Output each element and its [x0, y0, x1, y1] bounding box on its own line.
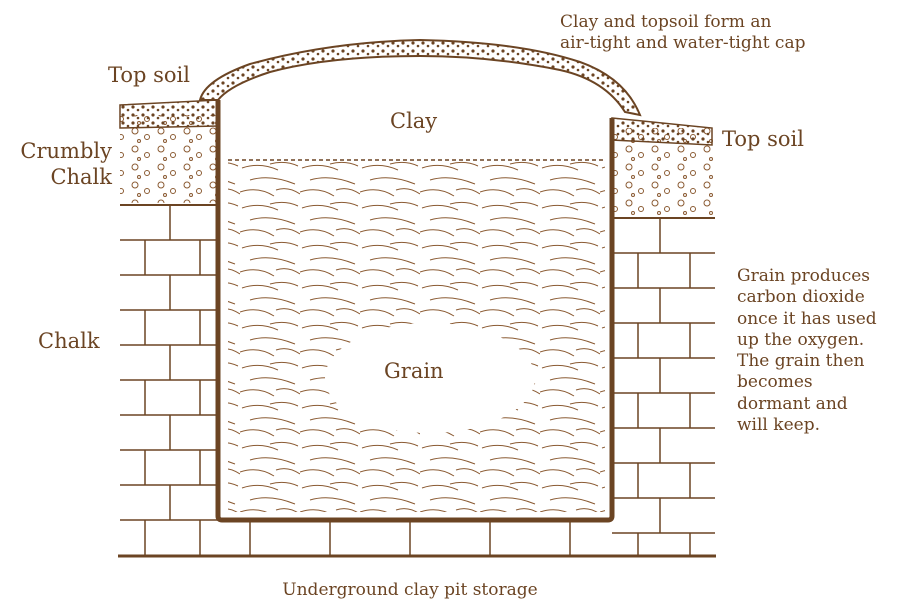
top-soil-right-label: Top soil	[722, 126, 804, 152]
chalk-label: Chalk	[38, 328, 100, 354]
grain-note-label: Grain produces carbon dioxide once it ha…	[737, 266, 909, 436]
chalk-bricks-bottom	[250, 518, 570, 556]
chalk-bricks-left	[120, 205, 218, 556]
cap-note-label: Clay and topsoil form an air-tight and w…	[560, 12, 860, 55]
top-soil-left	[120, 100, 218, 128]
top-soil-left-label: Top soil	[108, 62, 190, 88]
caption: Underground clay pit storage	[230, 580, 590, 601]
clay-label: Clay	[390, 108, 437, 134]
crumbly-chalk-label: Crumbly Chalk	[12, 138, 112, 191]
grain-label: Grain	[384, 358, 444, 384]
chalk-bricks-right	[612, 218, 715, 556]
top-soil-right	[612, 118, 712, 145]
